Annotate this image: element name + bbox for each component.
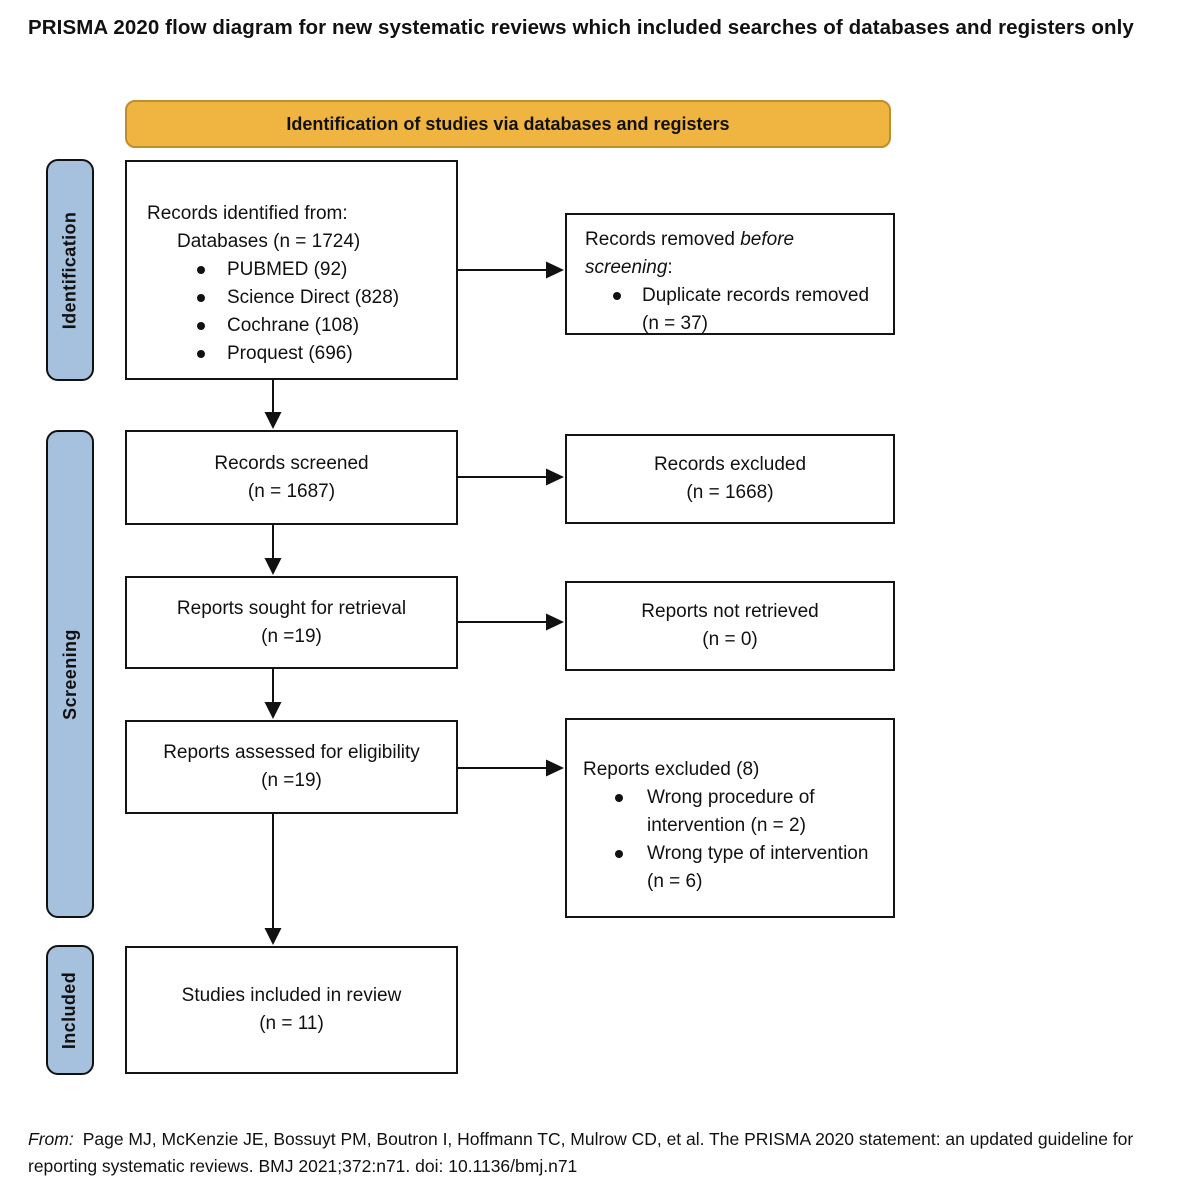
box-records-identified: Records identified from: Databases (n = … (125, 160, 458, 380)
citation-footer: From:Page MJ, McKenzie JE, Bossuyt PM, B… (28, 1126, 1186, 1180)
records-identified-bullets: PUBMED (92) Science Direct (828) Cochran… (127, 256, 456, 368)
arrow-down-identified-to-screened-icon (264, 380, 282, 429)
reports-excluded-title: Reports excluded (8) (583, 759, 760, 780)
studies-included-line2: (n = 11) (259, 1013, 324, 1034)
records-excluded-line2: (n = 1668) (686, 482, 774, 503)
reports-not-retrieved-line2: (n = 0) (702, 629, 758, 650)
records-excluded-line1: Records excluded (653, 454, 807, 475)
arrow-right-screened-to-excluded-icon (458, 468, 564, 486)
box-reports-excluded: Reports excluded (8) Wrong procedure of … (565, 718, 895, 918)
reports-not-retrieved-line1: Reports not retrieved (641, 601, 819, 622)
arrow-down-sought-to-assessed-icon (264, 669, 282, 719)
citation-text: Page MJ, McKenzie JE, Bossuyt PM, Boutro… (28, 1129, 1134, 1176)
banner-identification-via-databases: Identification of studies via databases … (125, 100, 891, 148)
page-title: PRISMA 2020 flow diagram for new systema… (28, 16, 1134, 39)
list-item: PUBMED (92) (127, 256, 456, 284)
records-removed-bullets: Duplicate records removed (n = 37) (585, 282, 875, 338)
arrow-right-assessed-to-reports-excluded-icon (458, 759, 564, 777)
arrow-right-identified-to-removed-icon (458, 261, 564, 279)
reports-sought-line2: (n =19) (261, 625, 322, 647)
records-identified-title: Records identified from: (147, 203, 348, 224)
box-reports-sought: Reports sought for retrieval (n =19) (125, 576, 458, 669)
stage-text-included: Included (59, 971, 80, 1049)
reports-sought-line1: Reports sought for retrieval (176, 597, 407, 619)
list-item: Cochrane (108) (127, 312, 456, 340)
records-screened-line2: (n = 1687) (247, 480, 336, 502)
reports-excluded-bullets: Wrong procedure of intervention (n = 2) … (583, 784, 877, 896)
banner-label: Identification of studies via databases … (286, 113, 730, 134)
stage-label-identification: Identification (46, 159, 94, 381)
list-item: Proquest (696) (127, 340, 456, 368)
reports-assessed-line1: Reports assessed for eligibility (163, 742, 420, 763)
stage-text-identification: Identification (59, 211, 80, 329)
stage-label-screening: Screening (46, 430, 94, 918)
records-screened-line1: Records screened (214, 452, 369, 474)
records-removed-italic: before screening (585, 229, 795, 278)
box-records-excluded: Records excluded (n = 1668) (565, 434, 895, 524)
studies-included-line1: Studies included in review (181, 985, 402, 1006)
arrow-down-assessed-to-included-icon (264, 814, 282, 945)
arrow-down-screened-to-sought-icon (264, 525, 282, 575)
records-removed-prefix: Records removed (585, 229, 741, 250)
records-identified-subtitle: Databases (n = 1724) (177, 231, 361, 252)
box-records-removed: Records removed before screening: Duplic… (565, 213, 895, 335)
box-studies-included: Studies included in review (n = 11) (125, 946, 458, 1074)
box-records-screened: Records screened (n = 1687) (125, 430, 458, 525)
records-removed-suffix: : (667, 257, 673, 278)
stage-text-screening: Screening (59, 628, 80, 720)
list-item: Wrong type of intervention (n = 6) (583, 840, 877, 896)
reports-assessed-line2: (n =19) (261, 770, 322, 791)
records-removed-title: Records removed before screening: (585, 226, 837, 282)
list-item: Science Direct (828) (127, 284, 456, 312)
citation-from-label: From: (28, 1129, 74, 1149)
list-item: Wrong procedure of intervention (n = 2) (583, 784, 877, 840)
list-item: Duplicate records removed (n = 37) (585, 282, 875, 338)
stage-label-included: Included (46, 945, 94, 1075)
arrow-right-sought-to-not-retrieved-icon (458, 613, 564, 631)
box-reports-not-retrieved: Reports not retrieved (n = 0) (565, 581, 895, 671)
box-reports-assessed: Reports assessed for eligibility (n =19) (125, 720, 458, 814)
